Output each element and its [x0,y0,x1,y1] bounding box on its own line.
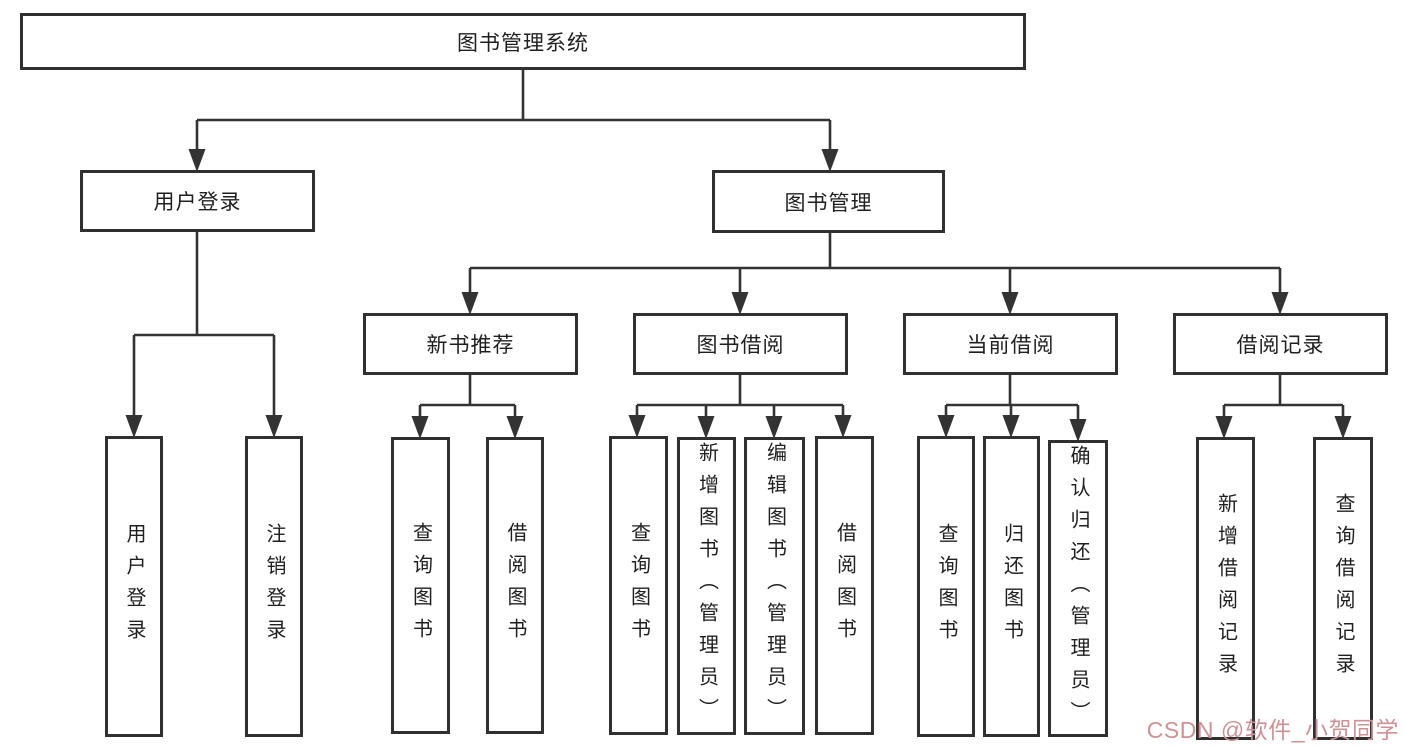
leaf-add-borrow-record: 新增借阅记录 [1196,437,1255,740]
leaf-logout: 注销登录 [245,436,303,737]
leaf-confirm-return-admin: 确认归还（管理员） [1048,440,1108,737]
leaf-query-book-current: 查询图书 [917,436,975,737]
leaf-borrow-book: 借阅图书 [815,436,874,735]
node-library-management-system: 图书管理系统 [20,13,1026,70]
node-user-login: 用户登录 [80,170,315,232]
node-new-book-recommend: 新书推荐 [363,313,578,375]
node-borrow-records: 借阅记录 [1173,313,1388,375]
leaf-query-book-borrow: 查询图书 [609,436,668,735]
leaf-borrow-book-recommend: 借阅图书 [486,437,544,734]
node-current-borrow: 当前借阅 [903,313,1118,375]
leaf-user-login: 用户登录 [105,436,163,737]
leaf-return-book: 归还图书 [983,436,1040,737]
leaf-add-book-admin: 新增图书（管理员） [677,437,736,735]
node-book-management: 图书管理 [712,170,945,233]
leaf-query-borrow-record: 查询借阅记录 [1313,437,1373,740]
node-book-borrow: 图书借阅 [633,313,848,375]
leaf-query-book-recommend: 查询图书 [391,437,450,734]
leaf-edit-book-admin: 编辑图书（管理员） [744,437,805,735]
watermark: CSDN @软件_小贺同学 [1146,717,1399,743]
